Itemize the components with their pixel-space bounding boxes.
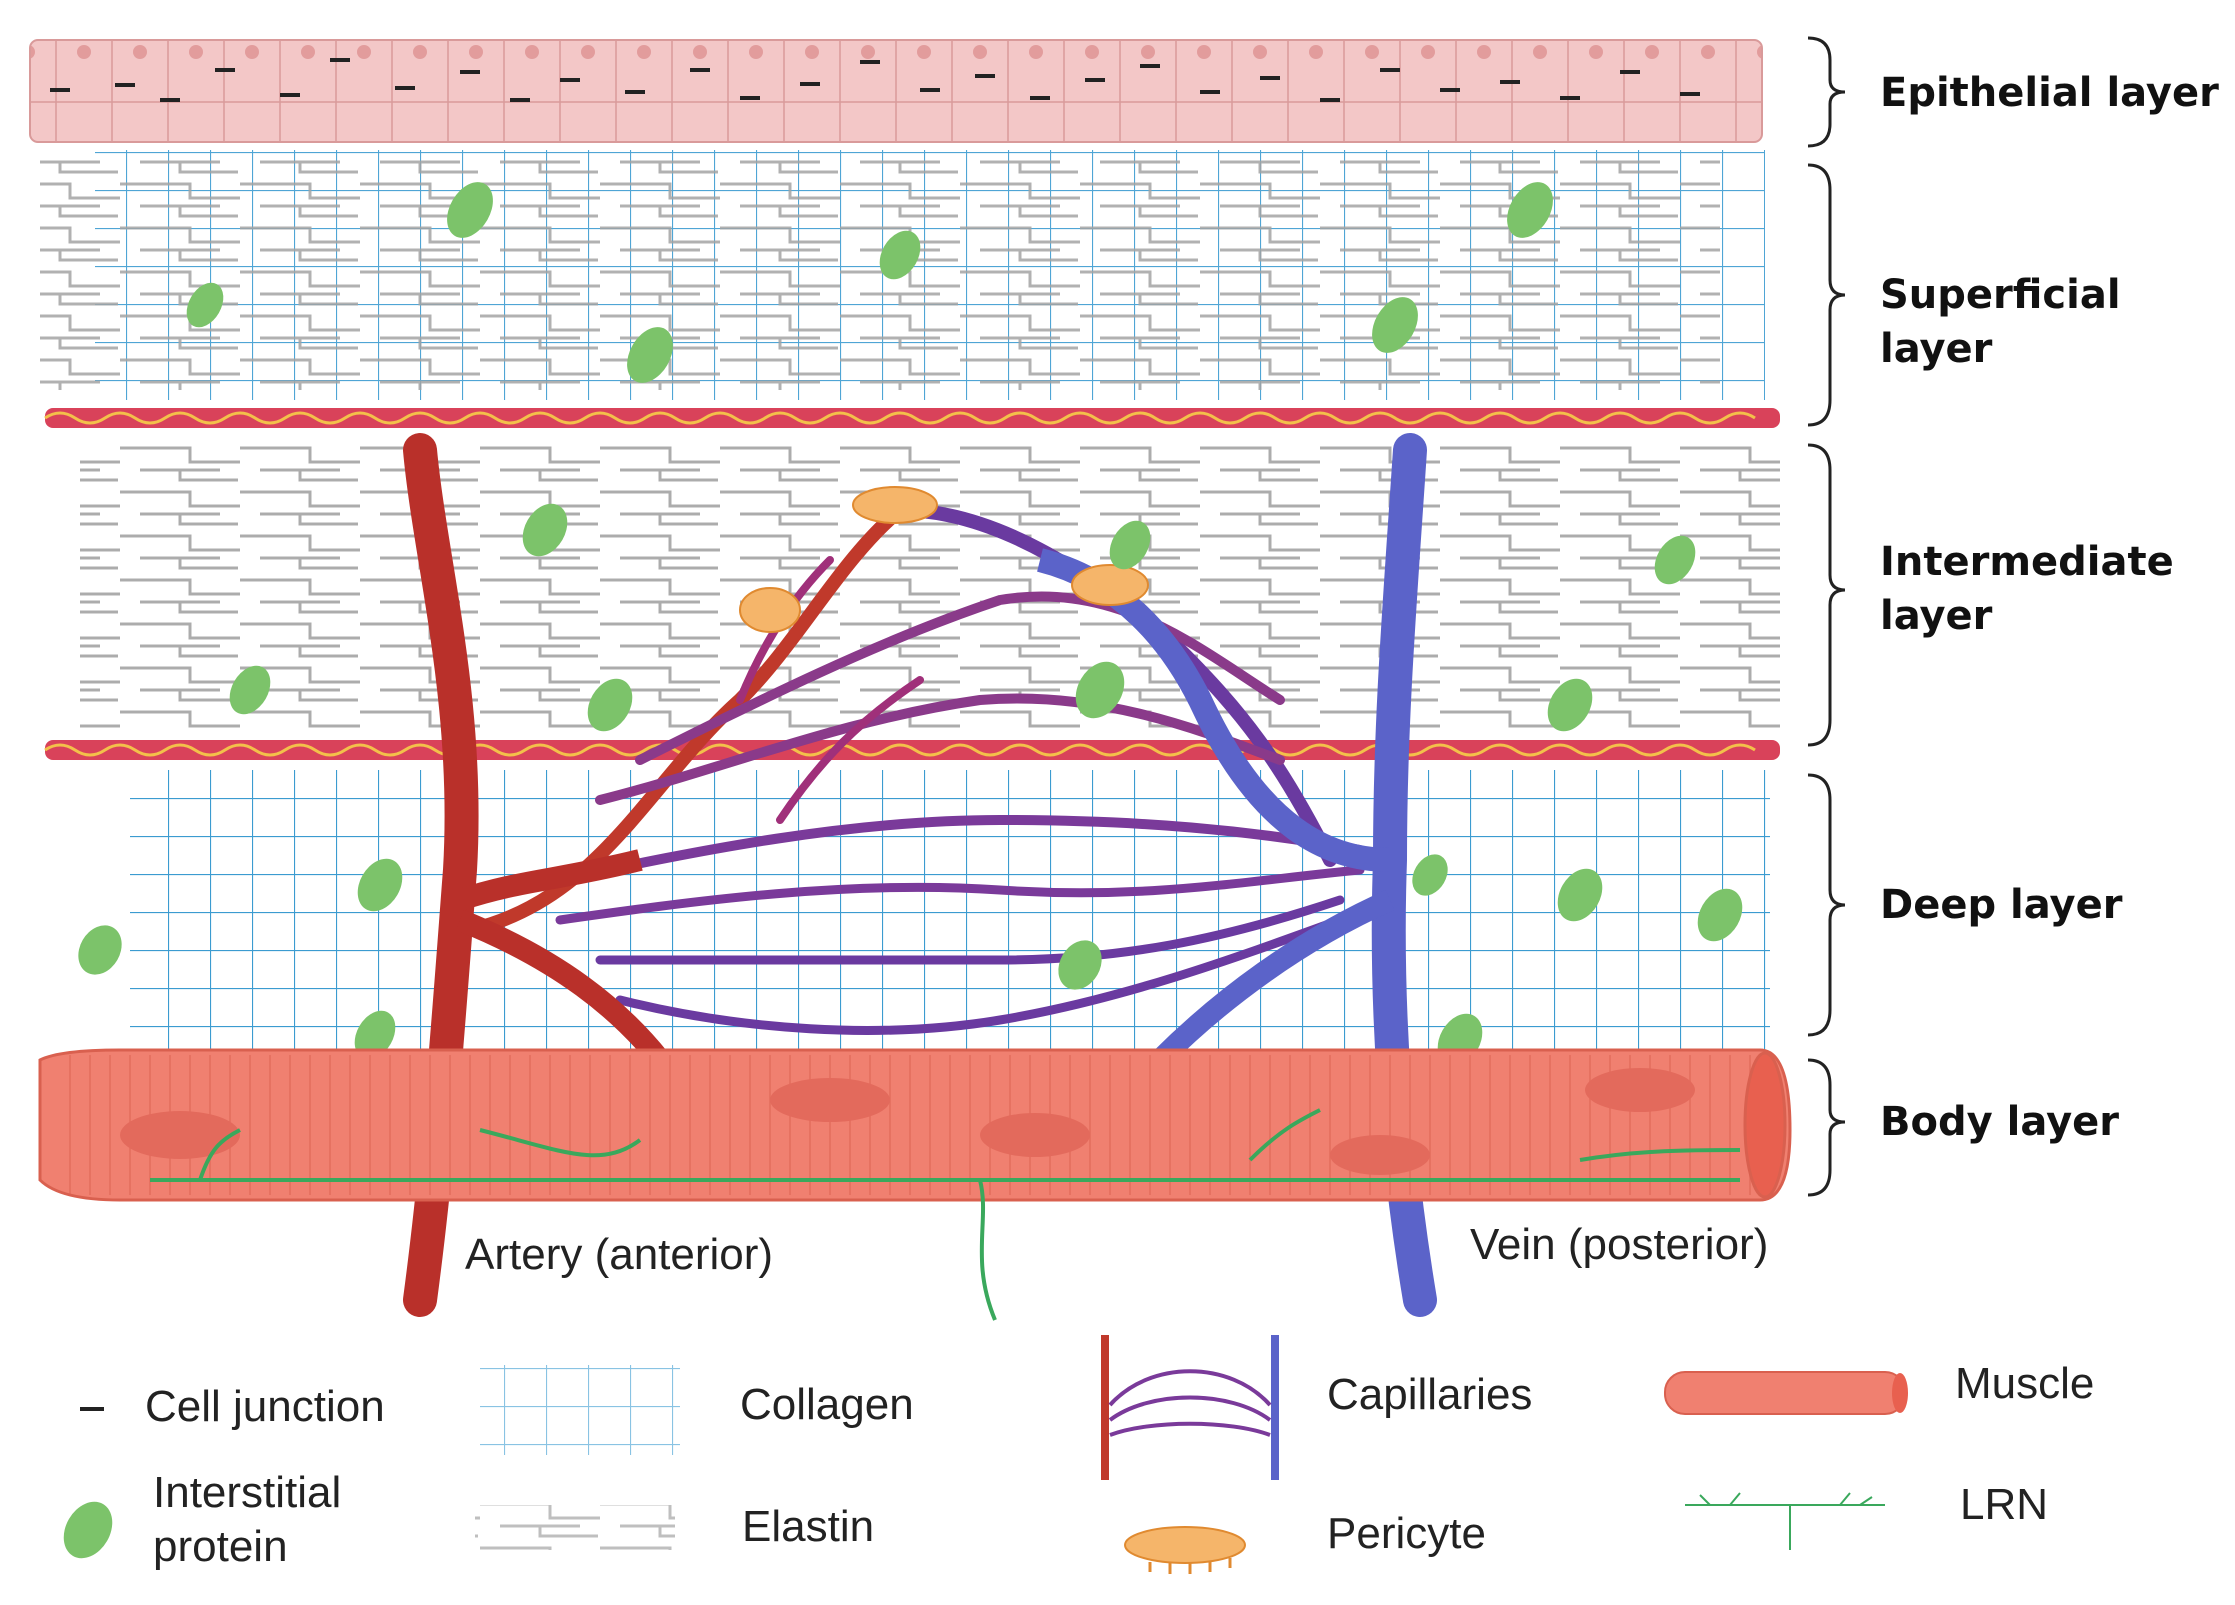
legend-icons — [63, 1335, 1908, 1574]
legend-label-lrn: LRN — [1960, 1480, 2049, 1529]
layer-braces — [1807, 36, 1846, 1197]
legend-label-capillaries: Capillaries — [1327, 1370, 1533, 1419]
legend-label-pericyte: Pericyte — [1327, 1509, 1486, 1558]
cell-junction-marks — [50, 58, 1700, 102]
layer-label-body: Body layer — [1880, 1099, 2120, 1145]
legend-label-elastin: Elastin — [742, 1502, 875, 1551]
intermediate-layer — [80, 440, 1780, 730]
layer-label-intermediate: Intermediate layer — [1880, 539, 2174, 639]
body-layer-muscle — [38, 1048, 1792, 1202]
capillaries-icon — [1101, 1335, 1279, 1480]
lrn-nerve — [150, 1108, 1741, 1321]
cell-junction-icon — [80, 1407, 104, 1411]
muscle-icon — [1664, 1371, 1908, 1415]
elastin-icon — [475, 1505, 675, 1550]
capillary-network — [463, 503, 1365, 1035]
interstitial-proteins — [78, 182, 1743, 1067]
layer-label-epithelial: Epithelial layer — [1880, 70, 2219, 116]
interstitial-protein-icon — [63, 1501, 113, 1559]
layer-label-superficial: Superficial layer — [1880, 272, 2121, 372]
legend-label-cell-junction: Cell junction — [145, 1382, 385, 1431]
legend-label-muscle: Muscle — [1955, 1359, 2095, 1408]
lrn-icon — [1685, 1492, 1885, 1550]
vein-label: Vein (posterior) — [1470, 1220, 1769, 1269]
legend-label-collagen: Collagen — [740, 1380, 914, 1429]
artery-label: Artery (anterior) — [465, 1230, 774, 1279]
legend-label-interstitial-protein: Interstitial protein — [153, 1468, 342, 1571]
superficial-layer — [40, 150, 1765, 400]
epithelial-layer — [29, 39, 1763, 143]
pericyte-icon — [1124, 1526, 1246, 1574]
collagen-icon — [480, 1365, 680, 1455]
pericyte-cells — [739, 486, 1149, 633]
layer-label-deep: Deep layer — [1880, 882, 2123, 928]
